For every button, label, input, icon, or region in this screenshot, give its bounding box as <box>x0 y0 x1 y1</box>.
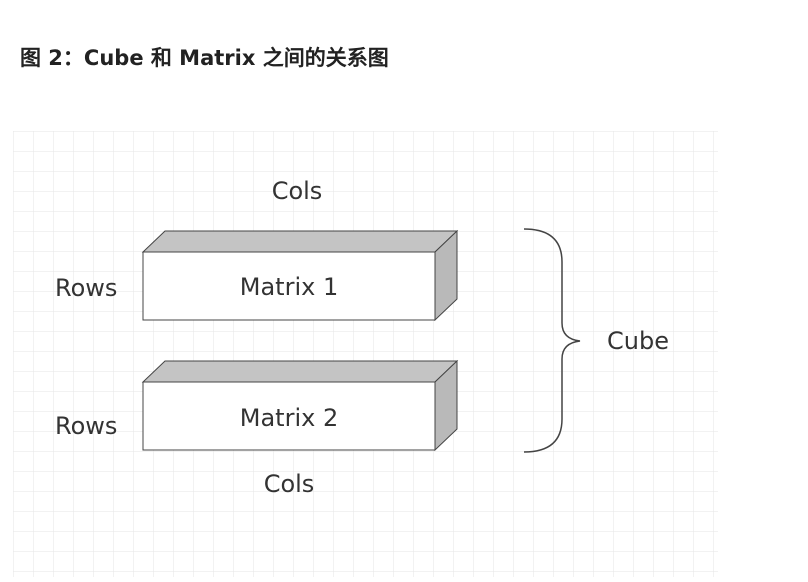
matrix-2-label: Matrix 2 <box>240 404 338 432</box>
grid-background <box>13 131 718 577</box>
page-title: 图 2：Cube 和 Matrix 之间的关系图 <box>20 46 389 70</box>
cube-brace <box>523 228 581 453</box>
matrix-2-rows-label: Rows <box>55 412 117 440</box>
matrix-1-cols-label: Cols <box>272 177 323 205</box>
matrix-1-rows-label: Rows <box>55 274 117 302</box>
matrix-2-block: Matrix 2 <box>141 359 459 452</box>
matrix-1-label: Matrix 1 <box>240 273 338 301</box>
cube-label: Cube <box>607 327 669 355</box>
matrix-1-block: Matrix 1 <box>141 229 459 322</box>
matrix-2-cols-label: Cols <box>264 470 315 498</box>
matrix-2-top-face <box>141 360 459 383</box>
matrix-2-front-face <box>142 381 436 451</box>
matrix-1-front-face <box>142 251 436 321</box>
matrix-1-top-face <box>141 230 459 253</box>
